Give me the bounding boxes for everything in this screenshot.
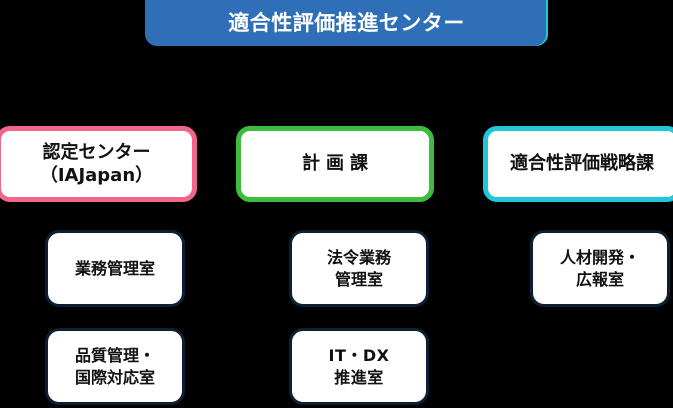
division-label-conformity-strategy-division: 適合性評価戦略課 bbox=[510, 153, 654, 175]
division-node-accreditation-center: 認定センター （IAJapan） bbox=[0, 126, 197, 202]
root-node-label: 適合性評価推進センター bbox=[228, 10, 465, 35]
office-label-legal-affairs-management-office: 法令業務 管理室 bbox=[326, 247, 391, 289]
division-node-conformity-strategy-division: 適合性評価戦略課 bbox=[483, 126, 673, 202]
office-label-operations-management-office: 業務管理室 bbox=[74, 258, 155, 278]
office-label-quality-international-office: 品質管理・ 国際対応室 bbox=[74, 345, 155, 387]
division-label-accreditation-center: 認定センター （IAJapan） bbox=[39, 141, 154, 186]
office-node-hr-development-pr-office: 人材開発・ 広報室 bbox=[530, 230, 670, 307]
root-node-conformity-assessment-center: 適合性評価推進センター bbox=[145, 0, 548, 46]
office-label-hr-development-pr-office: 人材開発・ 広報室 bbox=[559, 247, 640, 289]
division-node-planning-division: 計画課 bbox=[236, 126, 434, 202]
office-node-legal-affairs-management-office: 法令業務 管理室 bbox=[289, 230, 429, 307]
office-node-operations-management-office: 業務管理室 bbox=[45, 230, 185, 307]
office-node-quality-international-office: 品質管理・ 国際対応室 bbox=[45, 328, 185, 405]
office-label-it-dx-promotion-office: IT・DX 推進室 bbox=[328, 345, 390, 387]
office-node-it-dx-promotion-office: IT・DX 推進室 bbox=[289, 328, 429, 405]
division-label-planning-division: 計画課 bbox=[302, 153, 374, 175]
